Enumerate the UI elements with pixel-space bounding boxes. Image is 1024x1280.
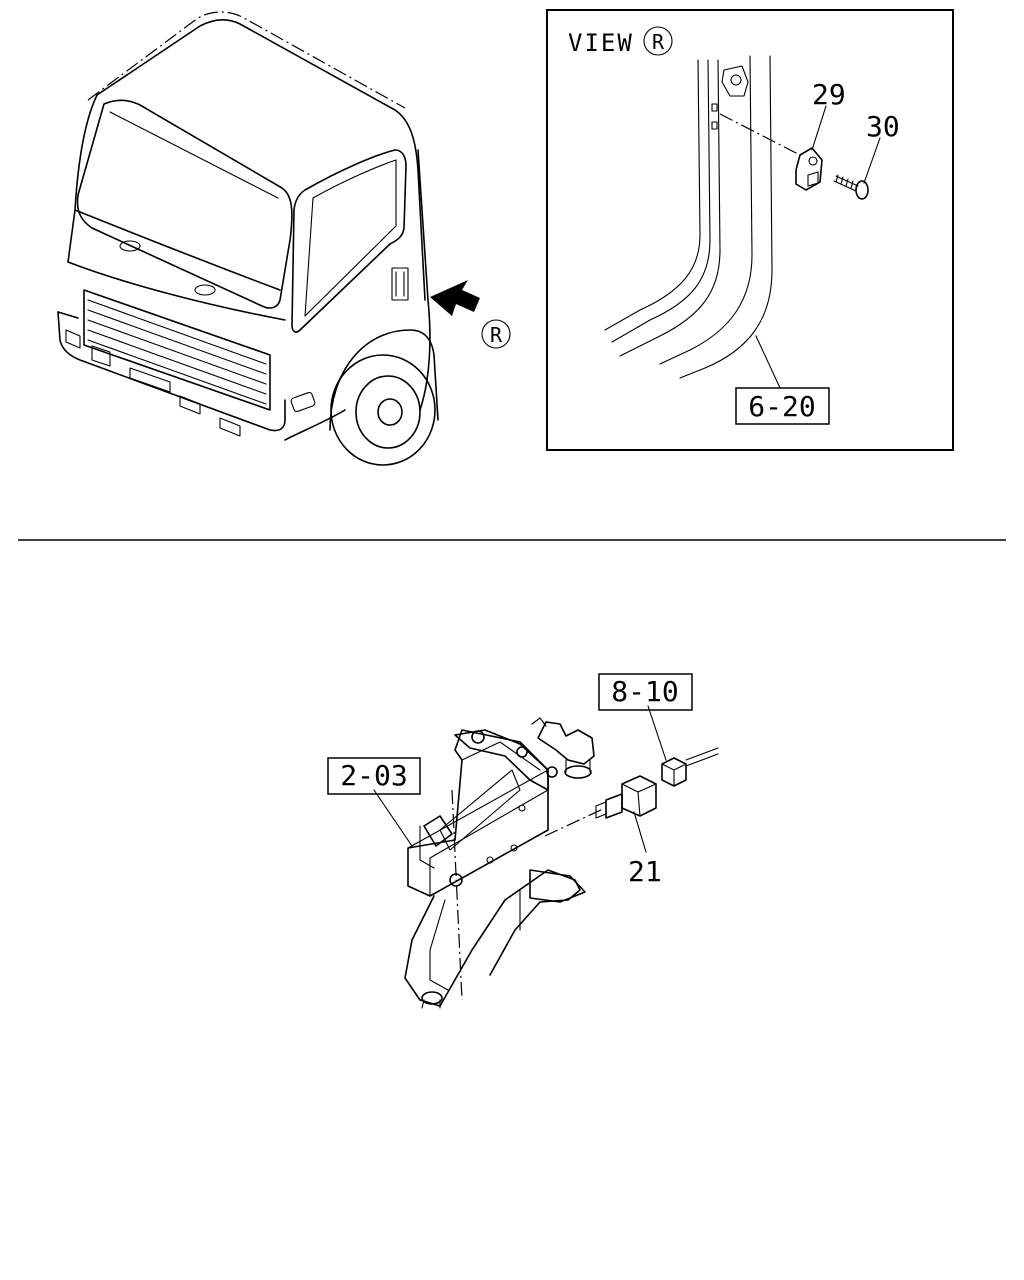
arrow-icon [430, 280, 480, 316]
callout-6-20: 6-20 [748, 390, 815, 423]
callout-21: 21 [628, 855, 662, 888]
svg-text:R: R [652, 30, 665, 54]
harness-connector [661, 747, 719, 787]
view-r-panel: VIEW R [546, 9, 954, 451]
pedal-assembly-illustration: 8-10 2-03 21 [327, 673, 719, 1009]
stop-light-switch [595, 775, 657, 819]
circled-r-icon: R [481, 319, 511, 349]
circled-r-icon: R [643, 26, 673, 56]
svg-text:R: R [490, 323, 503, 347]
view-frame [546, 9, 954, 451]
callout-box-6-20 [735, 387, 830, 425]
callout-2-03: 2-03 [340, 759, 407, 792]
truck-cab-illustration: R [57, 11, 511, 466]
callout-box-2-03 [327, 757, 421, 795]
door-emblem-icon [391, 267, 409, 301]
callout-29: 29 [812, 78, 846, 111]
callout-box-8-10 [598, 673, 693, 711]
callout-8-10: 8-10 [611, 675, 678, 708]
callout-30: 30 [866, 110, 900, 143]
view-title: VIEW [568, 29, 634, 57]
